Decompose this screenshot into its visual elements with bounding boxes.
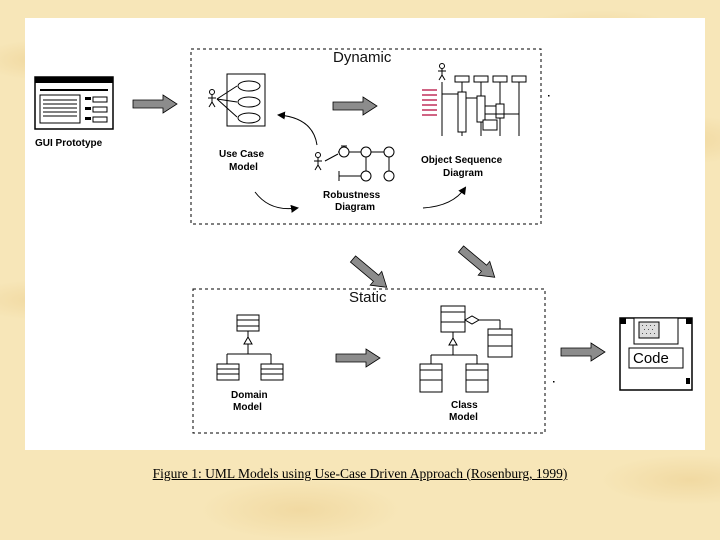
- arrow-gui-to-dynamic: [132, 94, 178, 114]
- robustness-label-line1: Robustness: [323, 190, 381, 201]
- domain-label-line1: Domain: [231, 390, 268, 401]
- dynamic-title: Dynamic: [333, 49, 392, 66]
- diagram-panel: GUI Prototype Dynamic Use Case Model: [25, 18, 705, 450]
- use-case-model-icon: [208, 73, 266, 127]
- curved-arrow-usecase-to-robustness: [254, 191, 299, 213]
- figure-caption: Figure 1: UML Models using Use-Case Driv…: [152, 466, 568, 481]
- class-label-line1: Class: [451, 400, 478, 411]
- static-box: [192, 288, 546, 434]
- sequence-label-line2: Diagram: [443, 168, 483, 179]
- robustness-label-line2: Diagram: [335, 202, 375, 213]
- gui-prototype-label: GUI Prototype: [35, 138, 103, 149]
- domain-model-icon: [216, 314, 284, 381]
- use-case-label-line2: Model: [229, 162, 258, 173]
- curved-arrow-robustness-to-usecase: [277, 111, 318, 146]
- arrow-usecase-to-sequence: [332, 96, 378, 116]
- dot-mark: [548, 95, 550, 97]
- use-case-label-line1: Use Case: [219, 149, 264, 160]
- static-title: Static: [349, 289, 387, 306]
- arrow-dynamic-to-static-right: [457, 245, 496, 278]
- curved-arrow-robustness-to-sequence: [422, 186, 467, 209]
- sequence-diagram-icon: [422, 63, 527, 136]
- arrow-domain-to-class: [335, 348, 381, 368]
- sequence-label-line1: Object Sequence: [421, 155, 503, 166]
- class-model-icon: [419, 305, 513, 393]
- domain-label-line2: Model: [233, 402, 262, 413]
- dynamic-box: [190, 48, 542, 225]
- code-disk-icon: Code: [619, 317, 693, 391]
- gui-prototype-icon: [34, 76, 114, 130]
- uml-diagram: GUI Prototype Dynamic Use Case Model: [34, 48, 693, 434]
- class-label-line2: Model: [449, 412, 478, 423]
- code-label: Code: [633, 350, 669, 367]
- arrow-static-to-code: [560, 342, 606, 362]
- dot-mark: [553, 381, 555, 383]
- arrow-dynamic-to-static-left: [349, 255, 388, 288]
- robustness-diagram-icon: [314, 145, 395, 182]
